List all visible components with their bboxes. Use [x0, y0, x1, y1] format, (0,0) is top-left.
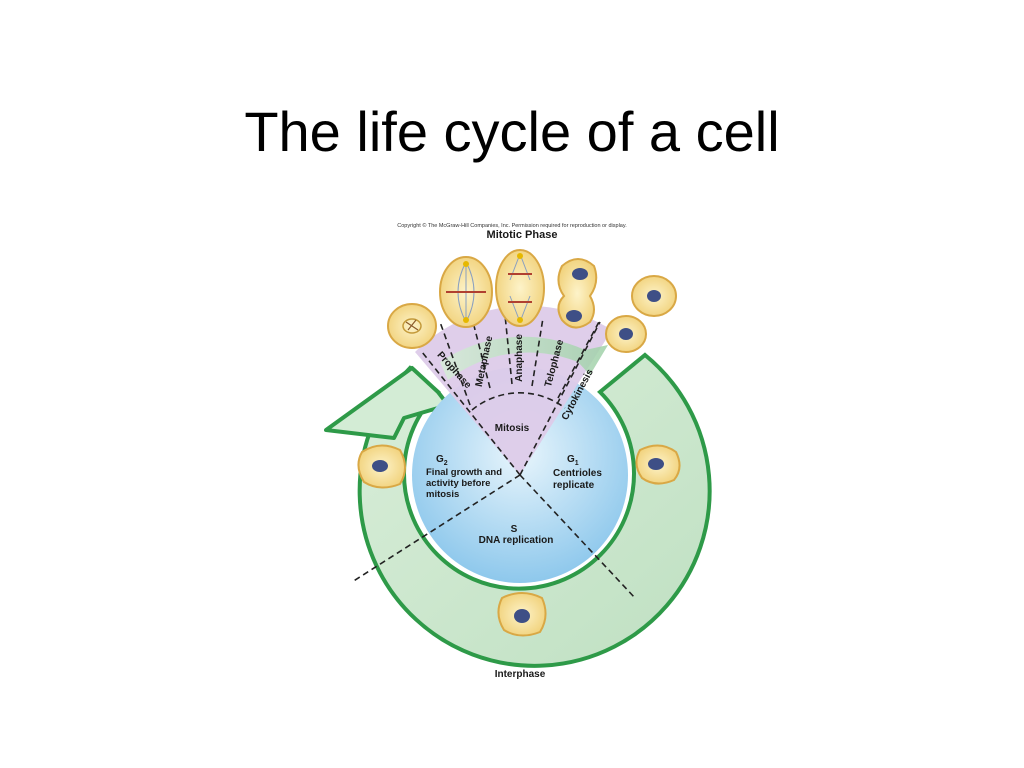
stage-separators [351, 314, 636, 599]
interphase-label: Interphase [495, 669, 546, 680]
anaphase-label: Anaphase [514, 334, 525, 382]
interphase-cell [497, 592, 547, 637]
mitosis-label: Mitosis [495, 423, 530, 434]
g2-label-group: G2 Final growth and activity before mito… [426, 454, 502, 500]
g2-label: G2 [436, 454, 448, 467]
prophase-cell [387, 303, 437, 349]
copyright-text: Copyright © The McGraw-Hill Companies, I… [397, 222, 627, 229]
g2-line-3: mitosis [426, 489, 459, 500]
telophase-cell [557, 258, 598, 329]
anaphase-cell [495, 249, 545, 327]
g1-label: G1 [567, 454, 579, 467]
cytokinesis-cell [605, 275, 677, 353]
slide-title: The life cycle of a cell [244, 100, 780, 163]
interphase-cell [635, 444, 681, 485]
g2-line-1: Final growth and [426, 467, 502, 478]
mitotic-progress-arrow [440, 336, 608, 380]
metaphase-cell [439, 256, 493, 328]
g1-label-group: G1 Centrioles replicate [553, 454, 602, 491]
s-label: S [511, 524, 518, 535]
g2-line-2: activity before [426, 478, 490, 489]
mitotic-phase-label: Mitotic Phase [487, 229, 558, 241]
s-line-1: DNA replication [479, 535, 554, 546]
g1-line-1: Centrioles [553, 468, 602, 479]
g1-line-2: replicate [553, 480, 595, 491]
interphase-cell [357, 444, 406, 489]
